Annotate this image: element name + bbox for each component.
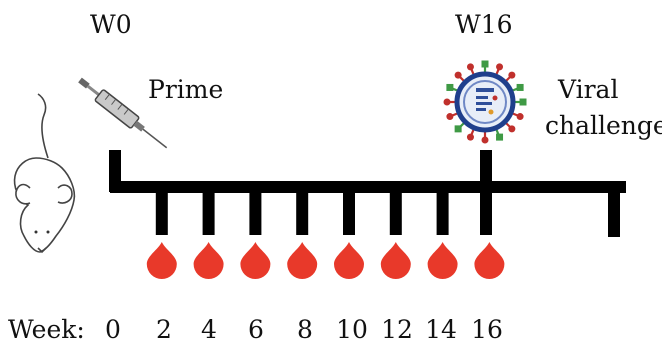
- syringe-icon: [78, 77, 168, 149]
- timeline-tick-week-6: [249, 187, 262, 235]
- week-label: 4: [201, 315, 217, 344]
- blood-drop-icon: [193, 242, 224, 279]
- timeline-tick-week-12: [389, 187, 402, 235]
- week-label: 14: [425, 315, 457, 344]
- challenge-label-line1: Viral: [557, 75, 618, 104]
- virus-icon: [443, 60, 527, 144]
- timeline-tick-week-2: [155, 187, 168, 235]
- virus-spike-tip: [516, 113, 524, 121]
- virus-spike-tip: [443, 98, 451, 106]
- prime-label: Prime: [148, 75, 223, 104]
- week-label: 10: [336, 315, 368, 344]
- timeline-tick-week-14: [436, 187, 449, 235]
- timeline: [109, 150, 626, 237]
- virus-spike-tip: [519, 98, 527, 106]
- virus-spike-tip: [516, 83, 524, 91]
- virus-spike-tip: [446, 83, 454, 91]
- week-label: 16: [471, 315, 503, 344]
- blood-drop-icon: [146, 242, 177, 279]
- virus-spike-tip: [496, 63, 504, 71]
- timeline-end-bar: [608, 181, 620, 237]
- week-label: 2: [156, 315, 172, 344]
- week-label: 12: [381, 315, 413, 344]
- blood-draws: [146, 242, 505, 279]
- week-label: 8: [297, 315, 313, 344]
- virus-spike-tip: [508, 71, 516, 79]
- blood-drop-icon: [427, 242, 458, 279]
- timeline-tick-week-4: [202, 187, 215, 235]
- blood-drop-icon: [334, 242, 364, 279]
- blood-drop-icon: [380, 242, 411, 279]
- challenge-label-line2: challenge: [545, 111, 662, 140]
- week-prefix-label: Week:: [8, 315, 85, 344]
- blood-drop-icon: [287, 242, 318, 279]
- virus-spike-tip: [481, 60, 489, 68]
- blood-drop-icon: [474, 242, 505, 279]
- virus-spike-tip: [454, 125, 462, 133]
- timeline-start-bar: [109, 150, 121, 192]
- week-label: 0: [105, 315, 121, 344]
- timeline-challenge-bar: [480, 150, 492, 235]
- timeline-tick-week-8: [296, 187, 309, 235]
- virus-spike-tip: [508, 125, 516, 133]
- virus-spike-tip: [466, 133, 474, 141]
- virus-spike-tip: [481, 136, 489, 144]
- week-label: 6: [248, 315, 264, 344]
- mouse-icon: [13, 93, 76, 254]
- virus-spike-tip: [446, 113, 454, 121]
- timeline-axis: [110, 181, 626, 193]
- start-week-label: W0: [90, 10, 132, 39]
- end-week-label: W16: [455, 10, 513, 39]
- virus-spike-tip: [466, 63, 474, 71]
- timeline-tick-week-10: [343, 187, 355, 235]
- virus-spike-tip: [454, 71, 462, 79]
- virus-spike-tip: [496, 133, 504, 141]
- blood-drop-icon: [240, 242, 271, 279]
